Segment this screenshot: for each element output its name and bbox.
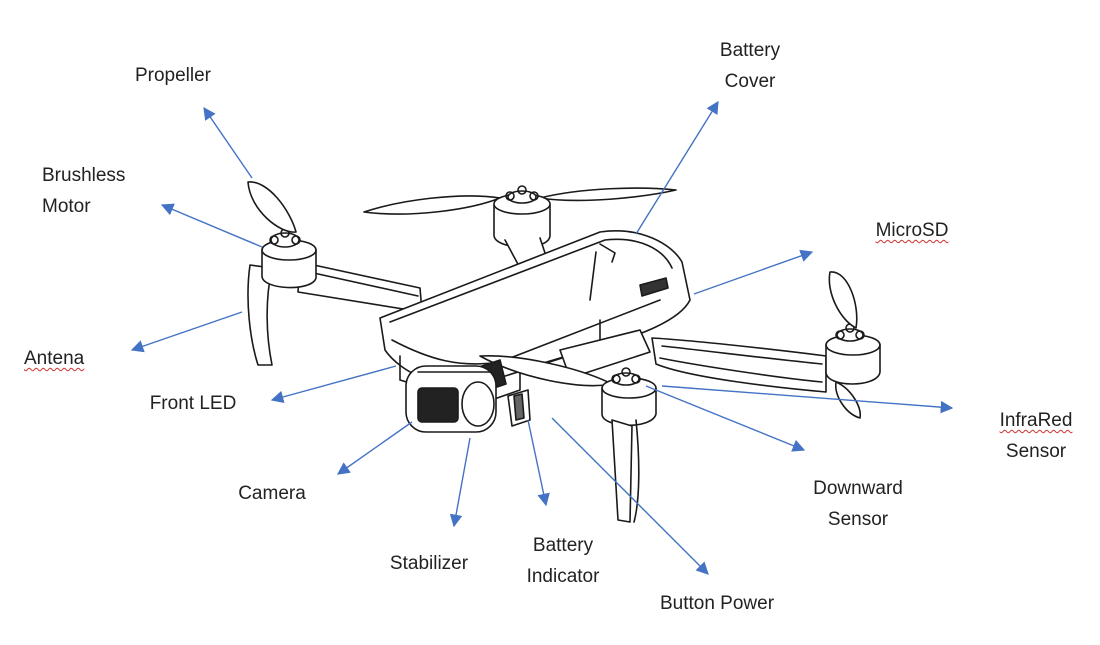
- arrow-downward-sensor: [645, 385, 806, 452]
- right-propeller-blade-up: [828, 271, 858, 329]
- arrow-camera: [336, 421, 413, 475]
- arrow-antena: [130, 311, 243, 353]
- front-left-leg: [247, 264, 273, 366]
- label-infrared-sensor: InfraRed Sensor: [999, 410, 1073, 462]
- label-antena: Antena: [24, 348, 85, 369]
- label-battery-indicator: Battery Indicator: [526, 535, 600, 587]
- label-microsd: MicroSD: [875, 220, 949, 241]
- label-stabilizer: Stabilizer: [389, 553, 469, 574]
- camera-lens: [417, 387, 459, 423]
- front-left-propeller-blade: [247, 181, 297, 233]
- arrow-stabilizer: [449, 437, 471, 528]
- arrow-microsd: [693, 249, 814, 295]
- arrow-propeller: [203, 106, 253, 179]
- label-button-power: Button Power: [659, 593, 775, 614]
- arrow-brushless-motor: [160, 203, 263, 248]
- label-propeller: Propeller: [134, 65, 212, 86]
- label-battery-cover: Battery Cover: [719, 40, 781, 92]
- right-arm: [651, 337, 827, 393]
- arrow-button-power: [551, 417, 709, 575]
- front-right-leg: [611, 419, 633, 523]
- arrow-battery-indicator: [527, 419, 550, 507]
- label-front-led: Front LED: [149, 393, 237, 414]
- label-downward-sensor: Downward Sensor: [813, 478, 903, 530]
- arrow-front-led: [270, 365, 397, 404]
- label-camera: Camera: [238, 483, 306, 504]
- label-brushless-motor: Brushless Motor: [42, 165, 126, 217]
- rear-propeller-blade-left: [363, 195, 501, 215]
- arrow-battery-cover: [635, 100, 719, 235]
- arrow-infrared-sensor: [661, 385, 954, 414]
- rear-propeller-blade-right: [539, 187, 677, 202]
